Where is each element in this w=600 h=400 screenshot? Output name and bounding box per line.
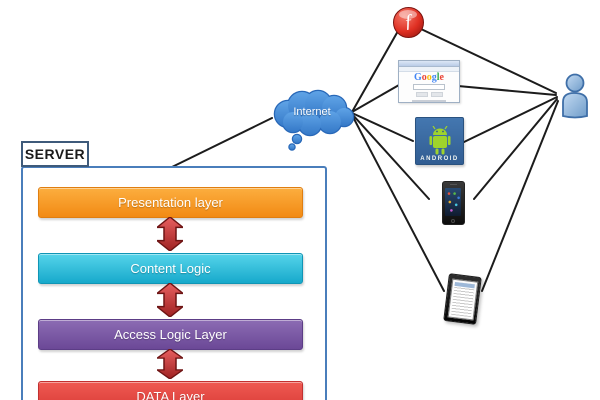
browser-searchbox (413, 84, 445, 90)
browser-buttons (399, 92, 459, 97)
line-cloud-iphone (351, 113, 430, 200)
line-user-tablet (481, 100, 559, 292)
browser-addressbar (399, 67, 459, 72)
internet-label: Internet (293, 106, 331, 118)
double-arrow-icon (157, 217, 183, 251)
tablet-icon (443, 273, 482, 325)
browser-titlebar (399, 61, 459, 67)
layer-access-logic: Access Logic Layer (38, 319, 303, 350)
user-icon (562, 73, 588, 119)
iphone-icon (442, 181, 465, 225)
internet-cloud-icon (273, 89, 355, 151)
line-user-browser (457, 85, 557, 96)
tablet-screen (447, 278, 479, 321)
line-user-android (463, 96, 558, 143)
double-arrow-icon (157, 349, 183, 379)
google-browser-icon: Google (398, 60, 460, 103)
layer-presentation: Presentation layer (38, 187, 303, 218)
flash-icon: ƒ (393, 7, 424, 38)
google-logo: Google (413, 72, 444, 83)
android-icon: ANDROID (415, 117, 464, 165)
line-cloud-android (351, 112, 414, 142)
server-label: SERVER (21, 141, 89, 167)
iphone-home-button (451, 219, 455, 223)
flash-glyph: ƒ (402, 10, 415, 33)
browser-footer-links (412, 100, 446, 102)
android-robot (429, 126, 450, 155)
line-user-iphone (473, 98, 558, 200)
line-cloud-browser (351, 84, 400, 113)
android-label: ANDROID (420, 155, 459, 163)
line-cloud-server (171, 117, 273, 168)
double-arrow-icon (157, 283, 183, 317)
line-cloud-flash (351, 30, 399, 113)
line-cloud-tablet (351, 114, 445, 292)
layer-data: DATA Layer (38, 381, 303, 400)
layer-content-logic: Content Logic (38, 253, 303, 284)
line-user-flash (420, 28, 557, 94)
iphone-screen (445, 188, 461, 216)
